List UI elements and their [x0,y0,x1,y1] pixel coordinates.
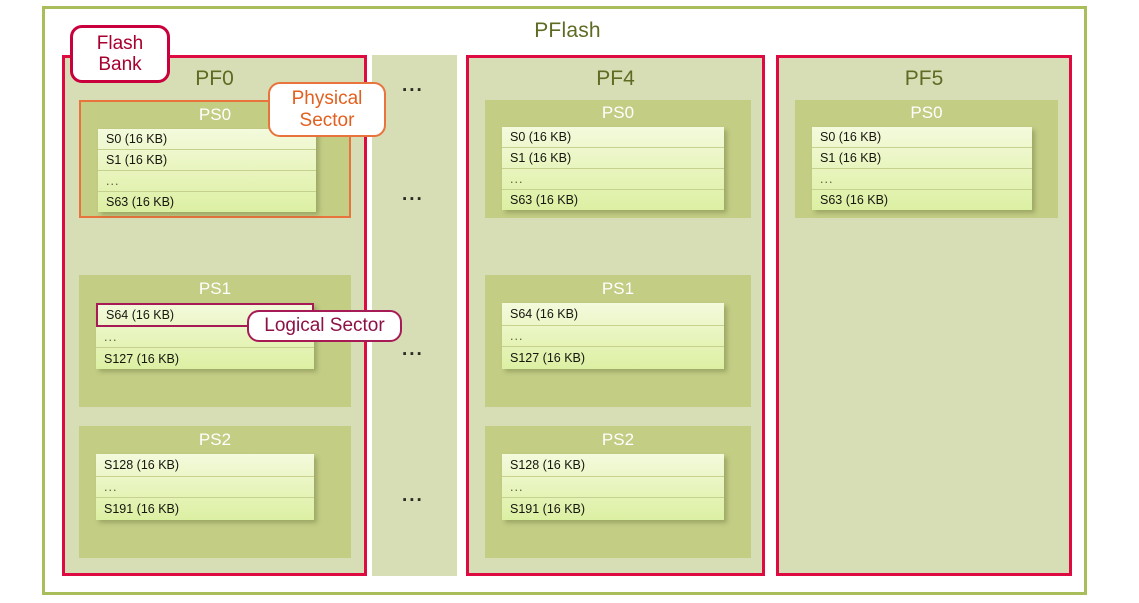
continuation-dots: ... [402,339,424,360]
logical-sector-row-ellipsis: ... [96,477,314,498]
logical-sector-row-ellipsis: ... [96,327,314,348]
logical-sector-row[interactable]: S128 (16 KB) [502,454,724,477]
logical-sector-row[interactable]: S63 (16 KB) [502,190,724,210]
callout-flash-bank-line2: Bank [98,54,142,75]
physical-sector-pf0-ps0[interactable]: PS0 S0 (16 KB) S1 (16 KB) ... S63 (16 KB… [79,100,351,218]
logical-sector-row[interactable]: S64 (16 KB) [502,303,724,326]
physical-sector-pf0-ps1-label: PS1 [198,279,232,298]
physical-sector-pf4-ps1-label: PS1 [601,279,635,298]
logical-sector-label: ... [510,329,524,343]
physical-sector-pf5-ps0-label: PS0 [910,103,943,122]
logical-sector-label: S0 (16 KB) [820,130,882,144]
flash-bank-pf4-label: PF4 [596,67,635,90]
logical-sector-label: ... [510,480,524,494]
logical-sector-row[interactable]: S128 (16 KB) [96,454,314,477]
continuation-dots: ... [402,75,424,96]
continuation-dots: ... [402,184,424,205]
logical-sector-label: ... [104,330,118,344]
logical-sector-label: S64 (16 KB) [106,308,175,322]
logical-sector-label: S0 (16 KB) [510,130,572,144]
logical-sector-row[interactable]: S0 (16 KB) [98,129,316,150]
flash-bank-pf0-label: PF0 [195,67,234,90]
logical-sector-row[interactable]: S0 (16 KB) [502,127,724,148]
physical-sector-pf4-ps2-label: PS2 [601,430,635,449]
physical-sector-pf0-ps0-label: PS0 [198,105,232,124]
continuation-dots: ... [402,485,424,506]
logical-sector-list-pf0-ps2: S128 (16 KB) ... S191 (16 KB) [96,454,314,520]
callout-flash-bank[interactable]: Flash Bank [70,25,170,83]
logical-sector-row[interactable]: S1 (16 KB) [812,148,1032,169]
pflash-title: PFlash [534,19,601,42]
logical-sector-label: S127 (16 KB) [510,351,586,365]
physical-sector-pf5-ps0[interactable]: PS0 S0 (16 KB) S1 (16 KB) ... S63 (16 KB… [795,100,1058,218]
logical-sector-row[interactable]: S127 (16 KB) [96,348,314,369]
logical-sector-row[interactable]: S63 (16 KB) [98,192,316,212]
callout-logical-sector[interactable]: Logical Sector [247,310,402,342]
logical-sector-label: S63 (16 KB) [820,193,889,207]
logical-sector-label: S63 (16 KB) [510,193,579,207]
logical-sector-label: S128 (16 KB) [510,458,586,472]
callout-physical-sector-line1: Physical [291,88,363,110]
logical-sector-label: S63 (16 KB) [106,195,175,209]
logical-sector-row-ellipsis: ... [812,169,1032,190]
logical-sector-row[interactable]: S1 (16 KB) [98,150,316,171]
logical-sector-row-ellipsis: ... [502,477,724,498]
physical-sector-pf4-ps0-label: PS0 [601,103,635,122]
logical-sector-label: S1 (16 KB) [106,153,168,167]
logical-sector-row[interactable]: S63 (16 KB) [812,190,1032,210]
logical-sector-row[interactable]: S127 (16 KB) [502,347,724,369]
logical-sector-label: ... [510,172,524,186]
logical-sector-list-pf5-ps0: S0 (16 KB) S1 (16 KB) ... S63 (16 KB) [812,127,1032,210]
logical-sector-row-ellipsis: ... [502,326,724,347]
flash-bank-pf4[interactable]: PF4 PS0 S0 (16 KB) S1 (16 KB) ... S63 (1… [466,55,765,576]
flash-bank-pf5[interactable]: PF5 PS0 S0 (16 KB) S1 (16 KB) ... S63 (1… [776,55,1072,576]
logical-sector-label: S191 (16 KB) [510,502,586,516]
physical-sector-pf4-ps0[interactable]: PS0 S0 (16 KB) S1 (16 KB) ... S63 (16 KB… [485,100,751,218]
callout-physical-sector[interactable]: Physical Sector [268,82,386,137]
callout-logical-sector-line1: Logical Sector [264,315,385,337]
logical-sector-row[interactable]: S191 (16 KB) [502,498,724,520]
logical-sector-label: S128 (16 KB) [104,458,180,472]
logical-sector-label: S1 (16 KB) [510,151,572,165]
flash-bank-pf5-label: PF5 [904,67,944,90]
logical-sector-list-pf4-ps1: S64 (16 KB) ... S127 (16 KB) [502,303,724,369]
logical-sector-label: ... [820,172,834,186]
logical-sector-label: S0 (16 KB) [106,132,168,146]
callout-flash-bank-line1: Flash [96,32,144,54]
physical-sector-pf0-ps2[interactable]: PS2 S128 (16 KB) ... S191 (16 KB) [79,426,351,558]
logical-sector-list-pf0-ps0: S0 (16 KB) S1 (16 KB) ... S63 (16 KB) [98,129,316,212]
physical-sector-pf4-ps1[interactable]: PS1 S64 (16 KB) ... S127 (16 KB) [485,275,751,407]
logical-sector-label: S127 (16 KB) [104,351,180,366]
logical-sector-label: S1 (16 KB) [820,151,882,165]
logical-sector-row-ellipsis: ... [502,169,724,190]
logical-sector-row[interactable]: S191 (16 KB) [96,498,314,520]
callout-physical-sector-line2: Sector [299,109,355,131]
logical-sector-list-pf4-ps2: S128 (16 KB) ... S191 (16 KB) [502,454,724,520]
logical-sector-label: ... [104,480,118,494]
logical-sector-list-pf4-ps0: S0 (16 KB) S1 (16 KB) ... S63 (16 KB) [502,127,724,210]
logical-sector-label: S64 (16 KB) [510,307,579,321]
physical-sector-pf0-ps2-label: PS2 [198,430,232,449]
logical-sector-row[interactable]: S0 (16 KB) [812,127,1032,148]
logical-sector-row-ellipsis: ... [98,171,316,192]
logical-sector-label: ... [106,174,120,188]
logical-sector-label: S191 (16 KB) [104,502,180,516]
physical-sector-pf4-ps2[interactable]: PS2 S128 (16 KB) ... S191 (16 KB) [485,426,751,558]
logical-sector-row[interactable]: S1 (16 KB) [502,148,724,169]
